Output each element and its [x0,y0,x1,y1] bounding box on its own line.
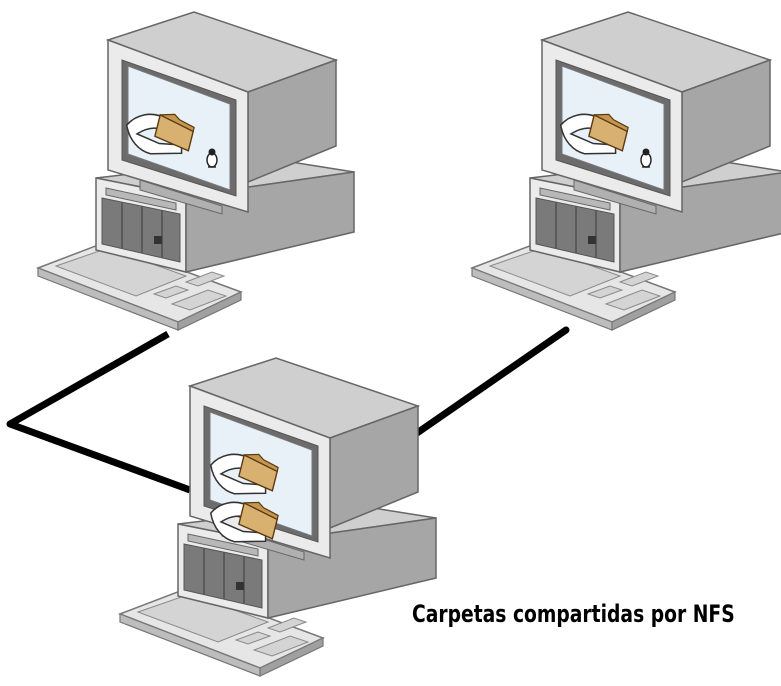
linux-penguin-icon [640,148,652,168]
diagram-caption: Carpetas compartidas por NFS [412,600,735,628]
computer-client-right [471,11,781,331]
network-cables [6,326,570,494]
cable-left [6,330,192,494]
cable-right [400,326,570,446]
computer-server-center [119,357,437,677]
linux-penguin-icon [206,148,218,168]
computer-client-left [37,11,355,331]
